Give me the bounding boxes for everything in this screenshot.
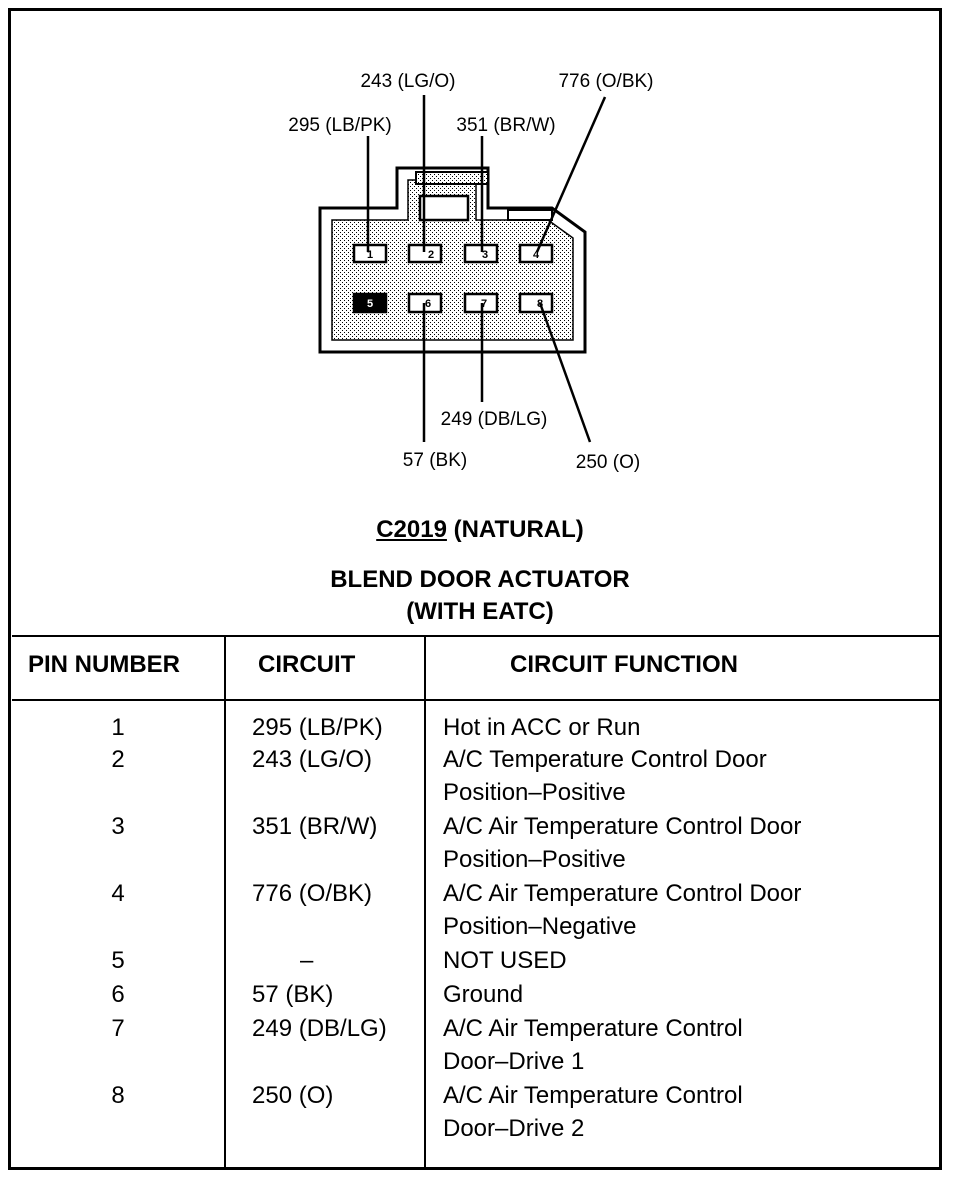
- wire-label-pin1: 295 (LB/PK): [288, 115, 392, 136]
- table-col-divider-2: [424, 635, 426, 1168]
- pin-terminal-8: 8: [518, 292, 554, 314]
- circuit-cell: 250 (O): [252, 1082, 334, 1109]
- function-cell: Ground: [443, 981, 524, 1008]
- circuit-cell: 249 (DB/LG): [252, 1015, 387, 1042]
- pin-terminal-4: 4: [518, 243, 554, 264]
- connector-id: C2019: [376, 516, 447, 543]
- leader-line-pin4: [535, 96, 607, 253]
- connector-title-line2: (WITH EATC): [406, 598, 554, 625]
- pin-cell: 2: [111, 746, 125, 773]
- svg-text:6: 6: [425, 298, 431, 310]
- header-pin-number: PIN NUMBER: [28, 651, 181, 678]
- circuit-cell: –: [300, 947, 314, 974]
- function-cell: Hot in ACC or Run: [443, 714, 641, 741]
- header-circuit-function: CIRCUIT FUNCTION: [510, 651, 738, 678]
- wire-label-pin3: 351 (BR/W): [456, 115, 555, 136]
- circuit-cell: 243 (LG/O): [252, 746, 373, 773]
- svg-text:5: 5: [367, 298, 373, 310]
- page-frame: [8, 8, 942, 1170]
- connector-title-line1: BLEND DOOR ACTUATOR: [330, 566, 630, 593]
- leader-line-pin8: [538, 302, 592, 443]
- circuit-cell: 57 (BK): [252, 981, 334, 1008]
- table-header-rule: [12, 699, 939, 701]
- svg-text:2: 2: [428, 249, 434, 261]
- pin-cell: 1: [111, 714, 125, 741]
- circuit-cell: 295 (LB/PK): [252, 714, 383, 741]
- table-top-rule: [12, 635, 939, 637]
- pin-cell: 7: [111, 1015, 125, 1042]
- wire-label-pin4: 776 (O/BK): [558, 71, 653, 92]
- wire-label-pin8: 250 (O): [576, 452, 640, 473]
- circuit-cell: 776 (O/BK): [252, 880, 373, 907]
- header-circuit: CIRCUIT: [258, 651, 356, 678]
- pin-cell: 8: [111, 1082, 125, 1109]
- pin-cell: 6: [111, 981, 125, 1008]
- wire-label-pin7: 249 (DB/LG): [441, 409, 548, 430]
- function-cell: NOT USED: [443, 947, 567, 974]
- pin-cell: 5: [111, 947, 125, 974]
- wire-label-pin2: 243 (LG/O): [360, 71, 455, 92]
- pin-cell: 3: [111, 813, 125, 840]
- table-col-divider-1: [224, 635, 226, 1168]
- pin-cell: 4: [111, 880, 125, 907]
- pin-terminal-1: 1: [352, 243, 388, 264]
- pin-terminal-5: 5: [352, 292, 388, 314]
- wire-label-pin6: 57 (BK): [403, 450, 467, 471]
- connector-diagram: 1 2 3 4 5 6 7 8 295 (LB/PK) 243 (LG/O): [288, 71, 653, 473]
- connector-id-heading: C2019 (NATURAL): [0, 515, 960, 545]
- circuit-cell: 351 (BR/W): [252, 813, 378, 840]
- pinout-table: PIN NUMBER CIRCUIT CIRCUIT FUNCTION 1 29…: [12, 635, 939, 1168]
- svg-text:3: 3: [482, 249, 488, 261]
- connector-color: (NATURAL): [453, 516, 584, 543]
- svg-text:4: 4: [533, 249, 540, 261]
- svg-text:7: 7: [481, 298, 487, 310]
- svg-text:1: 1: [367, 249, 373, 261]
